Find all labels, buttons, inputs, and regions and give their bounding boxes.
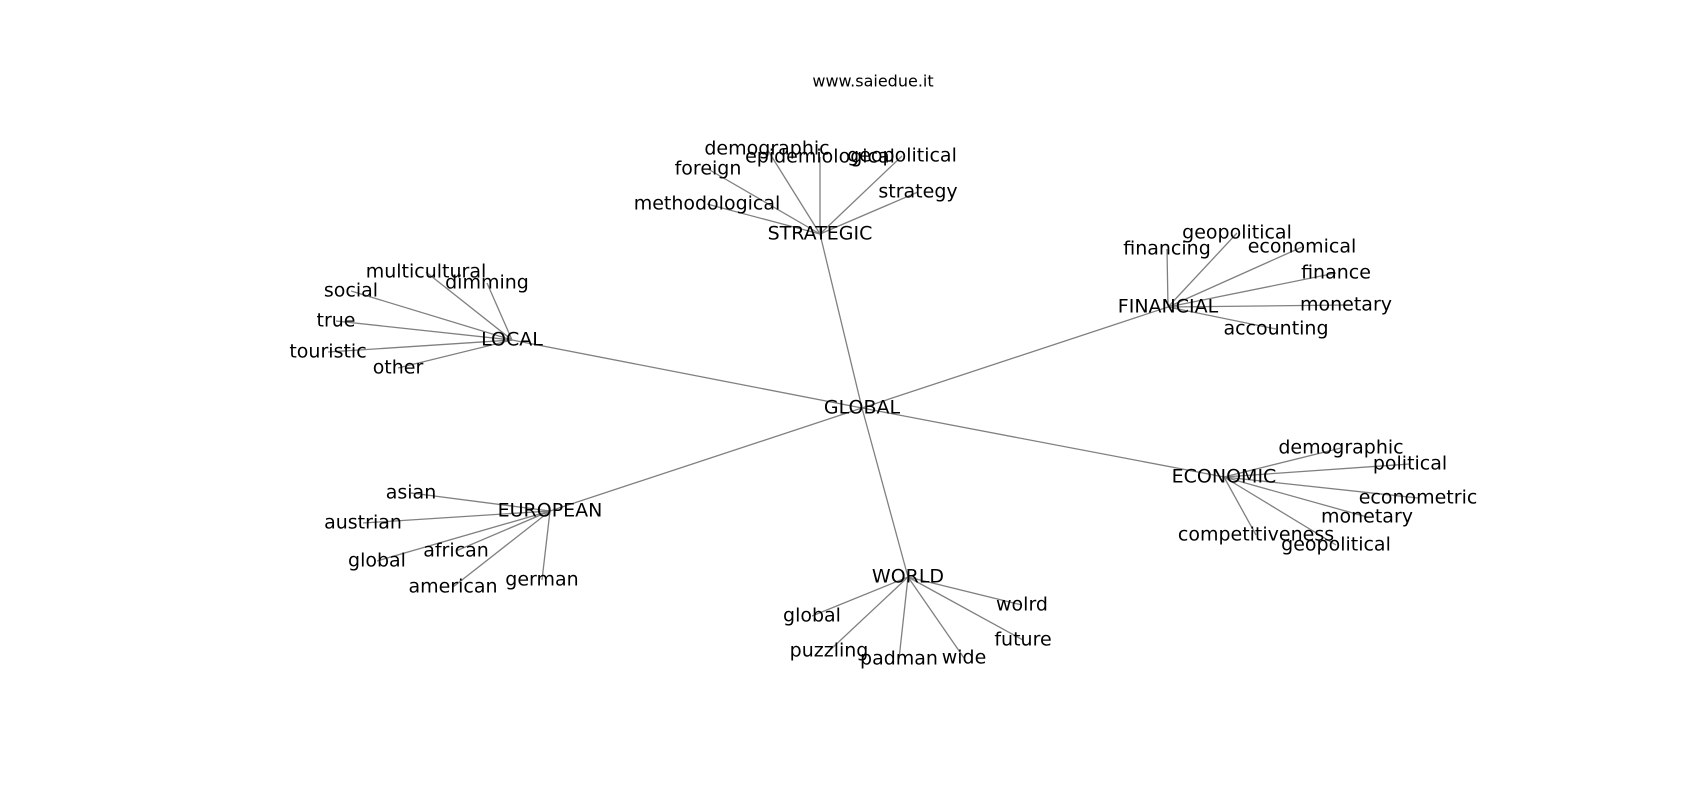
edge-local-leaf: [335, 320, 513, 341]
leaf-node-strategic: demographic: [704, 138, 829, 160]
leaf-node-financial: monetary: [1300, 294, 1392, 316]
edge-world-leaf: [907, 576, 1023, 606]
leaf-node-local: social: [324, 280, 378, 302]
leaf-node-world: global: [783, 605, 841, 627]
leaf-node-local: dimming: [445, 272, 529, 294]
edge-strategic-leaf: [819, 191, 919, 235]
leaf-node-economic: political: [1373, 453, 1447, 475]
edge-financial-leaf: [1167, 304, 1347, 308]
edge-financial-leaf: [1167, 306, 1277, 330]
edge-local-leaf: [397, 339, 513, 369]
leaf-node-strategic: methodological: [634, 193, 781, 215]
hub-node-local: LOCAL: [481, 329, 543, 351]
edge-local-leaf: [425, 271, 513, 341]
leaf-node-strategic: foreign: [675, 158, 742, 180]
edge-european-leaf: [455, 510, 551, 552]
leaf-node-european: african: [423, 540, 489, 562]
edge-financial-leaf: [1166, 248, 1169, 308]
leaf-node-strategic: epidemiological: [745, 146, 895, 168]
edge-global-local: [511, 339, 863, 409]
watermark: www.saiedue.it: [812, 72, 933, 91]
leaf-node-economic: monetary: [1321, 506, 1413, 528]
edge-european-leaf: [541, 510, 551, 581]
edge-economic-leaf: [1223, 463, 1411, 478]
edge-world-leaf: [828, 576, 909, 652]
leaf-node-economic: geopolitical: [1281, 534, 1391, 556]
leaf-node-european: global: [348, 550, 406, 572]
edge-european-leaf: [362, 510, 551, 524]
edge-strategic-leaf: [766, 148, 821, 235]
edge-global-financial: [861, 306, 1169, 409]
leaf-node-european: american: [408, 576, 497, 598]
edge-economic-leaf: [1223, 476, 1257, 536]
hub-node-world: WORLD: [872, 566, 944, 588]
hub-node-economic: ECONOMIC: [1172, 466, 1277, 488]
leaf-node-strategic: strategy: [878, 181, 957, 203]
edge-world-leaf: [811, 576, 909, 617]
edge-layer: [327, 148, 1419, 660]
root-node-label: GLOBAL: [824, 397, 901, 419]
edge-economic-leaf: [1223, 476, 1337, 546]
leaf-node-european: german: [505, 569, 578, 591]
edge-local-leaf: [486, 282, 513, 341]
edge-local-leaf: [327, 339, 513, 353]
leaf-node-european: asian: [386, 482, 437, 504]
edge-local-leaf: [350, 290, 513, 341]
edge-economic-leaf: [1223, 476, 1419, 499]
edge-global-european: [549, 407, 863, 512]
edge-financial-leaf: [1167, 232, 1238, 308]
hub-node-european: EUROPEAN: [498, 500, 603, 522]
edge-economic-leaf: [1223, 447, 1342, 478]
leaf-node-local: multicultural: [366, 261, 487, 283]
hub-node-financial: FINANCIAL: [1118, 296, 1219, 318]
leaf-node-local: other: [373, 357, 424, 379]
edge-world-leaf: [907, 576, 1024, 641]
leaf-node-economic: demographic: [1278, 437, 1403, 459]
edge-financial-leaf: [1167, 272, 1337, 308]
edge-world-leaf: [898, 576, 909, 660]
leaf-node-world: wolrd: [996, 594, 1048, 616]
edge-strategic-leaf: [706, 203, 821, 235]
edge-european-leaf: [452, 510, 551, 588]
leaf-node-financial: financing: [1123, 238, 1211, 260]
leaf-node-local: true: [317, 310, 356, 332]
leaf-node-financial: economical: [1248, 236, 1357, 258]
edge-world-leaf: [907, 576, 965, 659]
edge-strategic-leaf: [819, 155, 903, 235]
leaf-node-financial: finance: [1301, 262, 1371, 284]
edge-financial-leaf: [1167, 246, 1303, 308]
leaf-node-local: touristic: [289, 341, 366, 363]
leaf-node-financial: accounting: [1223, 318, 1328, 340]
edge-economic-leaf: [1223, 476, 1368, 518]
edge-european-leaf: [376, 510, 551, 562]
leaf-node-world: future: [994, 629, 1051, 651]
edge-european-leaf: [410, 492, 551, 512]
leaf-node-financial: geopolitical: [1182, 222, 1292, 244]
leaf-node-world: puzzling: [790, 640, 869, 662]
edge-global-strategic: [819, 233, 863, 409]
hub-node-strategic: STRATEGIC: [768, 223, 873, 245]
leaf-node-world: padman: [860, 648, 938, 670]
edge-strategic-leaf: [707, 168, 821, 235]
leaf-node-world: wide: [942, 647, 987, 669]
leaf-node-economic: econometric: [1359, 487, 1478, 509]
leaf-node-economic: competitiveness: [1178, 524, 1334, 546]
leaf-node-strategic: geopolitical: [847, 145, 957, 167]
leaf-node-european: austrian: [324, 512, 402, 534]
label-layer: GLOBALSTRATEGICdemographicepidemiologica…: [289, 138, 1477, 670]
edge-global-world: [861, 407, 909, 578]
edge-global-economic: [861, 407, 1225, 478]
